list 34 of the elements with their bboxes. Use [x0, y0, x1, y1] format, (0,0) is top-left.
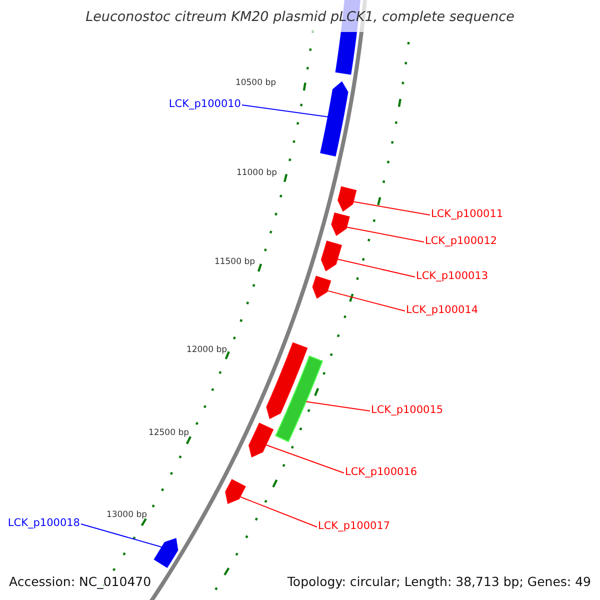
gene-segment	[312, 276, 332, 299]
leader-line	[326, 290, 406, 312]
gene-segment	[275, 355, 324, 442]
position-label: 11000 bp	[236, 168, 277, 178]
gene-label: LCK_p100016	[345, 466, 418, 478]
gene-label: LCK_p100014	[406, 304, 478, 316]
gene-label: LCK_p100017	[318, 520, 390, 532]
gene-segment	[225, 479, 246, 504]
gene-segment	[248, 422, 274, 458]
gene-label: LCK_p100010	[168, 98, 241, 110]
gene-label: LCK_p100012	[425, 235, 498, 247]
leader-line	[242, 104, 329, 118]
leader-line	[352, 201, 430, 216]
position-label: 11500 bp	[214, 257, 255, 267]
gene-segment	[320, 240, 342, 272]
gene-label: LCK_p100011	[431, 208, 504, 220]
gene-segment	[338, 186, 357, 212]
position-label: 12500 bp	[148, 428, 189, 438]
leader-line	[346, 226, 424, 242]
gene-segment	[331, 212, 350, 236]
gene-label: LCK_p100018	[8, 517, 80, 529]
gene-segment	[320, 81, 348, 157]
gene-segment	[266, 342, 308, 420]
gene-label: LCK_p100015	[371, 404, 444, 416]
leader-line	[265, 444, 344, 474]
gene-label: LCK_p100013	[416, 270, 488, 282]
leader-line	[336, 258, 416, 278]
leader-line	[306, 401, 370, 412]
position-label: 13000 bp	[106, 510, 147, 520]
gene-segment	[154, 538, 178, 568]
position-label: 10500 bp	[235, 78, 276, 88]
leader-line	[239, 496, 318, 528]
leader-line	[80, 524, 162, 548]
position-label: 12000 bp	[186, 345, 227, 355]
